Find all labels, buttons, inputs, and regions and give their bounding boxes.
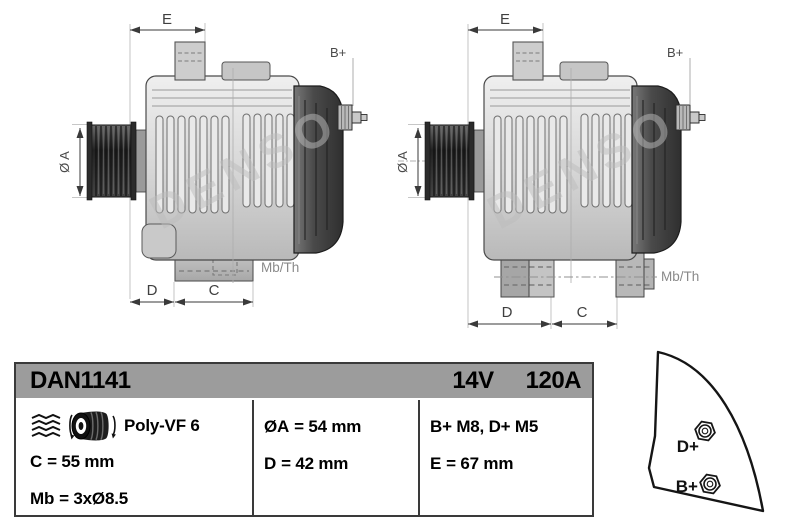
alternator-side-view-right: DENSO E Ø A B+ D C Mb/Th [395, 11, 706, 329]
belt-type: Poly-VF 6 [124, 416, 200, 436]
mb-key: Mb [30, 488, 55, 508]
column-pulley: Poly-VF 6 C = 55 mm Mb = 3xØ8.5 [16, 400, 252, 517]
dim-c-label: C [209, 282, 220, 299]
dim-e-value: = 67 mm [446, 453, 514, 473]
mb-value: = 3xØ8.5 [59, 488, 128, 508]
alternator-side-view-left: DENSO E Ø A B+ D C Mb/Th [57, 11, 368, 307]
terminals-row: B+ M8, D+ M5 [430, 408, 592, 445]
dim-c-value: = 55 mm [47, 452, 115, 472]
b-plus-label: B+ [667, 45, 683, 60]
d-plus-terminal-label: D+ [677, 437, 699, 456]
belt-icon [31, 414, 61, 438]
spec-table: DAN1141 14V 120A [14, 362, 594, 517]
pulley-icon [69, 411, 116, 441]
column-dimensions-1: ØA = 54 mm D = 42 mm [252, 400, 420, 517]
part-number: DAN1141 [30, 367, 131, 394]
dim-d-label: D [502, 304, 513, 321]
dim-d-key: D [264, 453, 277, 473]
dim-d-label: D [147, 282, 158, 299]
column-dimensions-2: B+ M8, D+ M5 E = 67 mm [420, 400, 592, 517]
mb-th-label: Mb/Th [261, 260, 299, 275]
dia-a-key: ØA [264, 416, 290, 436]
dim-d-value: = 42 mm [281, 453, 349, 473]
dim-e-label: E [162, 11, 172, 28]
belt-spec-row: Poly-VF 6 [30, 408, 252, 444]
dim-e-row: E = 67 mm [430, 445, 592, 482]
dim-dia-a-label: Ø A [57, 151, 72, 173]
dimensions-left: E Ø A B+ D C Mb/Th [57, 11, 346, 306]
dimensions-right: E Ø A B+ D C Mb/Th [395, 11, 699, 328]
rating: 14V 120A [452, 367, 581, 395]
dim-dia-a-label: Ø A [395, 151, 410, 173]
dim-c-label: C [577, 304, 588, 321]
dim-e-key: E [430, 453, 442, 473]
dia-a-row: ØA = 54 mm [264, 408, 418, 445]
dim-d-row: D = 42 mm [264, 445, 418, 482]
b-plus-label: B+ [330, 45, 346, 60]
dia-a-value: = 54 mm [294, 416, 362, 436]
spec-table-body: Poly-VF 6 C = 55 mm Mb = 3xØ8.5 ØA = 54 … [16, 400, 592, 517]
dim-c-key: C [30, 452, 43, 472]
front-lug [141, 223, 177, 259]
voltage-value: 14V [452, 367, 494, 394]
mb-th-label: Mb/Th [661, 269, 699, 284]
dim-e-label: E [500, 11, 510, 28]
terminals-spec: B+ M8, D+ M5 [430, 416, 539, 436]
mb-row: Mb = 3xØ8.5 [30, 481, 252, 517]
b-plus-nut [699, 473, 721, 495]
spec-table-header: DAN1141 14V 120A [16, 364, 592, 400]
current-value: 120A [525, 367, 582, 394]
b-plus-terminal-label: B+ [676, 477, 698, 496]
d-plus-nut [694, 420, 716, 442]
terminal-position-view: D+ B+ [647, 350, 765, 513]
dim-c-row: C = 55 mm [30, 444, 252, 480]
